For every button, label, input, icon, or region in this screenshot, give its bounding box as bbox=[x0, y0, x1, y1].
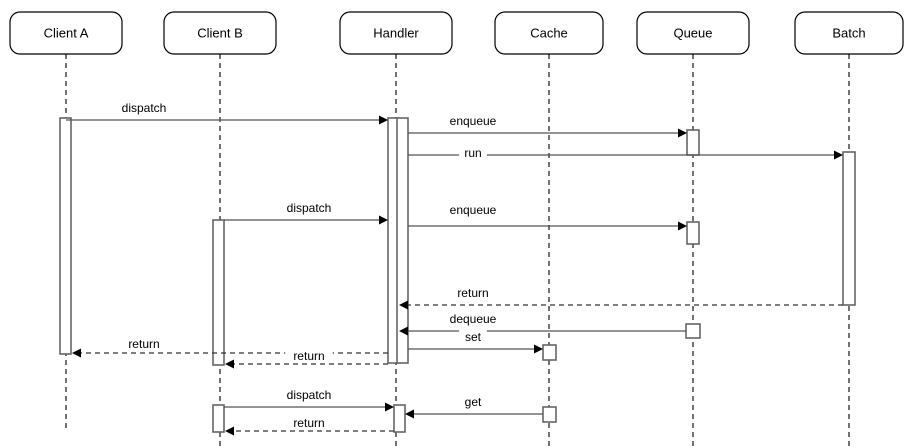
message-enqueue-handler-to-queue: enqueue bbox=[408, 203, 687, 231]
message-label-backing bbox=[120, 337, 168, 351]
arrow-head-icon bbox=[405, 409, 414, 419]
activation-bar-queue bbox=[686, 129, 700, 156]
message-enqueue-handler-to-queue: enqueue bbox=[408, 114, 687, 138]
participant-box[interactable] bbox=[636, 11, 750, 55]
message-label: enqueue bbox=[450, 203, 497, 217]
message-return-handler-to-client-a: return bbox=[72, 337, 388, 358]
activation-bar-handler bbox=[396, 117, 409, 364]
participant-label: Batch bbox=[832, 25, 865, 40]
participant-queue[interactable]: Queue bbox=[636, 11, 750, 55]
arrow-head-icon bbox=[399, 326, 408, 336]
participant-label: Client A bbox=[44, 25, 89, 40]
message-label-backing bbox=[445, 203, 501, 217]
message-label: dispatch bbox=[287, 201, 332, 215]
participant-label: Handler bbox=[373, 25, 419, 40]
message-return-batch-to-handler: return bbox=[399, 286, 843, 310]
message-label-backing bbox=[459, 146, 487, 160]
message-get-cache-to-handler: get bbox=[405, 395, 543, 419]
activation-bar-client-a bbox=[59, 117, 72, 355]
message-dispatch-client-a-to-handler: dispatch bbox=[66, 101, 388, 125]
message-label: return bbox=[128, 337, 159, 351]
participant-box[interactable] bbox=[494, 11, 604, 55]
message-label: return bbox=[293, 349, 324, 363]
participant-cache[interactable]: Cache bbox=[494, 11, 604, 55]
arrow-head-icon bbox=[225, 359, 234, 369]
message-label-backing bbox=[278, 201, 340, 215]
message-label: return bbox=[293, 416, 324, 430]
activation-bar-client-b bbox=[212, 404, 225, 433]
message-dispatch-client-b-to-handler: dispatch bbox=[224, 201, 388, 225]
message-return-handler-to-client-b: return bbox=[225, 349, 388, 369]
message-label: dispatch bbox=[287, 388, 332, 402]
activation-bar-batch bbox=[842, 151, 856, 306]
participant-box[interactable] bbox=[339, 11, 453, 55]
messages-layer: dispatch enqueue run dispatch enqueue return d… bbox=[66, 101, 843, 436]
arrow-head-icon bbox=[678, 221, 687, 231]
message-label-backing bbox=[285, 349, 333, 363]
message-label: enqueue bbox=[450, 114, 497, 128]
message-label-backing bbox=[113, 101, 175, 115]
arrow-head-icon bbox=[834, 150, 843, 160]
activation-bar-cache bbox=[542, 406, 557, 423]
message-label-backing bbox=[449, 286, 497, 300]
participant-box[interactable] bbox=[9, 11, 123, 55]
message-label: get bbox=[465, 395, 482, 409]
arrow-head-icon bbox=[379, 115, 388, 125]
lifelines-layer bbox=[65, 54, 850, 446]
participant-label: Client B bbox=[197, 25, 243, 40]
activation-bar-queue bbox=[685, 323, 701, 339]
activation-bar-cache bbox=[542, 344, 557, 361]
message-label: return bbox=[457, 286, 488, 300]
activations-layer bbox=[59, 117, 856, 433]
message-label: set bbox=[465, 330, 482, 344]
arrow-head-icon bbox=[379, 215, 388, 225]
arrow-head-icon bbox=[385, 402, 394, 412]
message-label: dequeue bbox=[450, 312, 497, 326]
participant-box[interactable] bbox=[163, 11, 277, 55]
arrow-head-icon bbox=[678, 128, 687, 138]
message-label-backing bbox=[459, 395, 487, 409]
activation-bar-client-b bbox=[212, 219, 225, 366]
participant-label: Cache bbox=[530, 25, 568, 40]
arrow-head-icon bbox=[399, 300, 408, 310]
arrow-head-icon bbox=[72, 348, 81, 358]
message-label-backing bbox=[285, 416, 333, 430]
message-dispatch-client-b-to-handler: dispatch bbox=[224, 388, 394, 412]
participant-batch[interactable]: Batch bbox=[794, 11, 904, 55]
participant-client-b[interactable]: Client B bbox=[163, 11, 277, 55]
arrow-head-icon bbox=[225, 426, 234, 436]
participant-box[interactable] bbox=[794, 11, 904, 55]
message-label: run bbox=[464, 146, 481, 160]
message-label-backing bbox=[459, 330, 487, 344]
participants-layer: Client A Client B Handler Cache Queue Batch bbox=[9, 11, 904, 55]
message-label-backing bbox=[278, 388, 340, 402]
message-run-handler-to-batch: run bbox=[408, 146, 843, 160]
message-dequeue-queue-to-handler: dequeue bbox=[399, 312, 686, 336]
message-return-handler-to-client-b: return bbox=[225, 416, 394, 436]
message-label-backing bbox=[445, 114, 501, 128]
message-set-handler-to-cache: set bbox=[408, 330, 543, 354]
participant-handler[interactable]: Handler bbox=[339, 11, 453, 55]
message-label-backing bbox=[445, 312, 501, 326]
activation-bar-handler bbox=[393, 404, 406, 433]
activation-bar-queue bbox=[686, 221, 700, 245]
arrow-head-icon bbox=[534, 344, 543, 354]
message-label: dispatch bbox=[122, 101, 167, 115]
participant-client-a[interactable]: Client A bbox=[9, 11, 123, 55]
participant-label: Queue bbox=[673, 25, 712, 40]
